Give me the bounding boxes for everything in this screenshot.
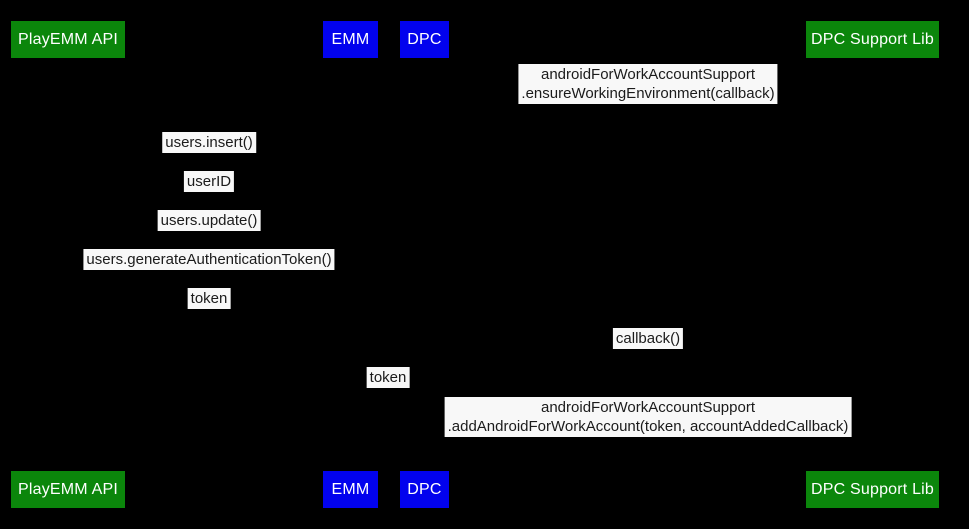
message-users-update: users.update() <box>157 210 261 231</box>
actor-label: EMM <box>331 480 370 498</box>
message-line: token <box>190 290 228 307</box>
message-line: .ensureWorkingEnvironment(callback) <box>521 85 775 102</box>
message-callback: callback() <box>612 328 684 349</box>
message-line: users.insert() <box>165 134 253 151</box>
actor-label: DPC Support Lib <box>810 30 935 48</box>
actor-dpc-top: DPC <box>400 21 449 58</box>
actor-label: EMM <box>331 30 370 48</box>
actor-label: PlayEMM API <box>17 480 118 498</box>
actor-dpc-support-lib-bottom: DPC Support Lib <box>806 471 939 508</box>
message-token-forward: token <box>366 367 410 388</box>
message-line: .addAndroidForWorkAccount(token, account… <box>447 418 849 435</box>
message-token-return: token <box>187 288 231 309</box>
actor-emm-top: EMM <box>323 21 378 58</box>
actor-playemm-api-top: PlayEMM API <box>11 21 125 58</box>
actor-dpc-bottom: DPC <box>400 471 449 508</box>
message-line: users.update() <box>160 212 258 229</box>
message-add-android-for-work-account: androidForWorkAccountSupport .addAndroid… <box>444 397 852 437</box>
message-line: callback() <box>615 330 681 347</box>
actor-label: PlayEMM API <box>17 30 118 48</box>
message-users-insert: users.insert() <box>162 132 256 153</box>
actor-dpc-support-lib-top: DPC Support Lib <box>806 21 939 58</box>
message-line: userID <box>186 173 232 190</box>
actor-label: DPC <box>407 480 442 498</box>
actor-label: DPC <box>407 30 442 48</box>
message-line: users.generateAuthenticationToken() <box>86 251 332 268</box>
message-ensure-working-environment: androidForWorkAccountSupport .ensureWork… <box>518 64 778 104</box>
message-user-id: userID <box>183 171 235 192</box>
message-line: token <box>369 369 407 386</box>
actor-emm-bottom: EMM <box>323 471 378 508</box>
message-line: androidForWorkAccountSupport <box>540 66 755 83</box>
actor-label: DPC Support Lib <box>810 480 935 498</box>
actor-playemm-api-bottom: PlayEMM API <box>11 471 125 508</box>
message-line: androidForWorkAccountSupport <box>541 399 755 416</box>
message-generate-authentication-token: users.generateAuthenticationToken() <box>83 249 335 270</box>
